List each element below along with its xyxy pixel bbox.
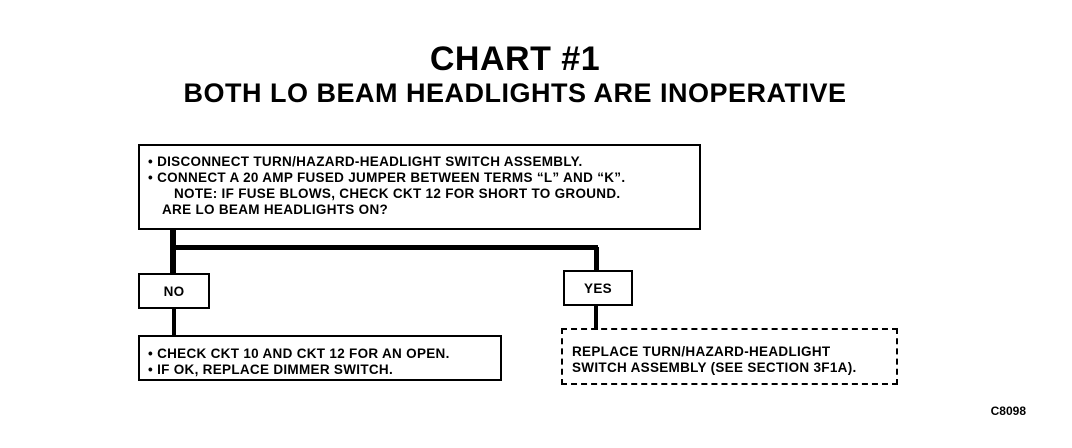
yes-box: YES	[563, 270, 633, 306]
chart-title: CHART #1	[429, 40, 601, 78]
no-result-box: • CHECK CKT 10 AND CKT 12 FOR AN OPEN. •…	[138, 335, 502, 381]
step1-box: • DISCONNECT TURN/HAZARD-HEADLIGHT SWITC…	[138, 144, 701, 230]
yes-label: YES	[584, 281, 612, 296]
connector-down-no	[170, 230, 176, 275]
yes-result-box: REPLACE TURN/HAZARD-HEADLIGHT SWITCH ASS…	[561, 328, 898, 385]
connector-horizontal	[170, 245, 598, 250]
step1-line3: NOTE: IF FUSE BLOWS, CHECK CKT 12 FOR SH…	[174, 186, 621, 201]
connector-down-yes	[594, 247, 599, 271]
connector-yes-result	[594, 306, 598, 330]
no-box: NO	[138, 273, 210, 309]
no-result-line1: • CHECK CKT 10 AND CKT 12 FOR AN OPEN.	[148, 346, 450, 361]
step1-line1: • DISCONNECT TURN/HAZARD-HEADLIGHT SWITC…	[148, 154, 583, 169]
yes-result-line2: SWITCH ASSEMBLY (SEE SECTION 3F1A).	[572, 360, 857, 375]
figure-code: C8098	[990, 404, 1026, 418]
no-result-line2: • IF OK, REPLACE DIMMER SWITCH.	[148, 362, 394, 377]
yes-result-line1: REPLACE TURN/HAZARD-HEADLIGHT	[572, 344, 831, 359]
step1-line4: ARE LO BEAM HEADLIGHTS ON?	[162, 202, 389, 217]
no-label: NO	[163, 284, 185, 299]
step1-line2: • CONNECT A 20 AMP FUSED JUMPER BETWEEN …	[148, 170, 626, 185]
connector-no-result	[172, 309, 176, 337]
chart-subtitle: BOTH LO BEAM HEADLIGHTS ARE INOPERATIVE	[183, 78, 847, 108]
